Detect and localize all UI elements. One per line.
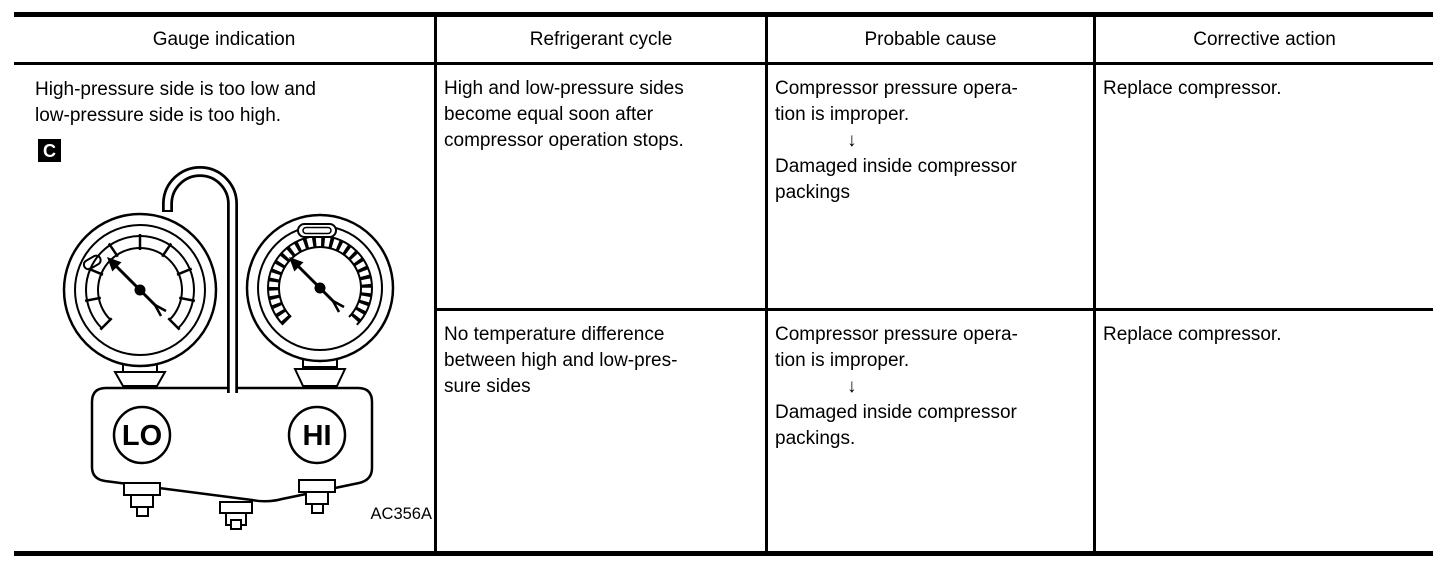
corrective-action-row1: Replace compressor. [1093, 65, 1433, 308]
probable-cause-row1: Compressor pressure opera- tion is impro… [765, 65, 1093, 308]
manifold-fittings [123, 479, 336, 530]
gauge-description: High-pressure side is too low and low-pr… [35, 79, 316, 126]
corrective-action-row2: Replace compressor. [1093, 308, 1433, 551]
hook-pipe [162, 166, 239, 396]
lo-port: LO [112, 405, 172, 465]
diagnostic-table: Gauge indication Refrigerant cycle Proba… [14, 12, 1433, 556]
figure-code: AC356A [371, 505, 432, 523]
hi-port: HI [287, 405, 347, 465]
cause-condition: Compressor pressure opera- tion is impro… [775, 324, 1018, 371]
cause-result: Damaged inside compressor packings. [775, 402, 1017, 449]
gauge-needle [289, 257, 345, 313]
low-pressure-gauge [62, 212, 218, 387]
column-header-refrigerant-cycle: Refrigerant cycle [434, 17, 765, 65]
cause-condition: Compressor pressure opera- tion is impro… [775, 78, 1018, 125]
gauge-manifold-illustration: LO HI AC356A [62, 166, 432, 530]
gauge-indication-cell: High-pressure side is too low and low-pr… [14, 65, 434, 551]
high-pressure-gauge [245, 213, 395, 387]
column-header-corrective-action: Corrective action [1093, 17, 1433, 65]
down-arrow-icon: ↓ [847, 130, 857, 151]
column-header-gauge-indication: Gauge indication [14, 17, 434, 65]
probable-cause-row2: Compressor pressure opera- tion is impro… [765, 308, 1093, 551]
hi-label: HI [303, 420, 332, 452]
gauge-needle [107, 257, 167, 317]
column-header-probable-cause: Probable cause [765, 17, 1093, 65]
down-arrow-icon: ↓ [847, 376, 857, 397]
figure-label-c: C [38, 139, 61, 162]
lo-label: LO [122, 420, 162, 452]
gauge-scale-ticks [84, 234, 196, 331]
refrigerant-cycle-row2: No temperature difference between high a… [434, 308, 765, 551]
cause-result: Damaged inside compressor packings [775, 156, 1017, 203]
refrigerant-cycle-row1: High and low-pressure sides become equal… [434, 65, 765, 308]
